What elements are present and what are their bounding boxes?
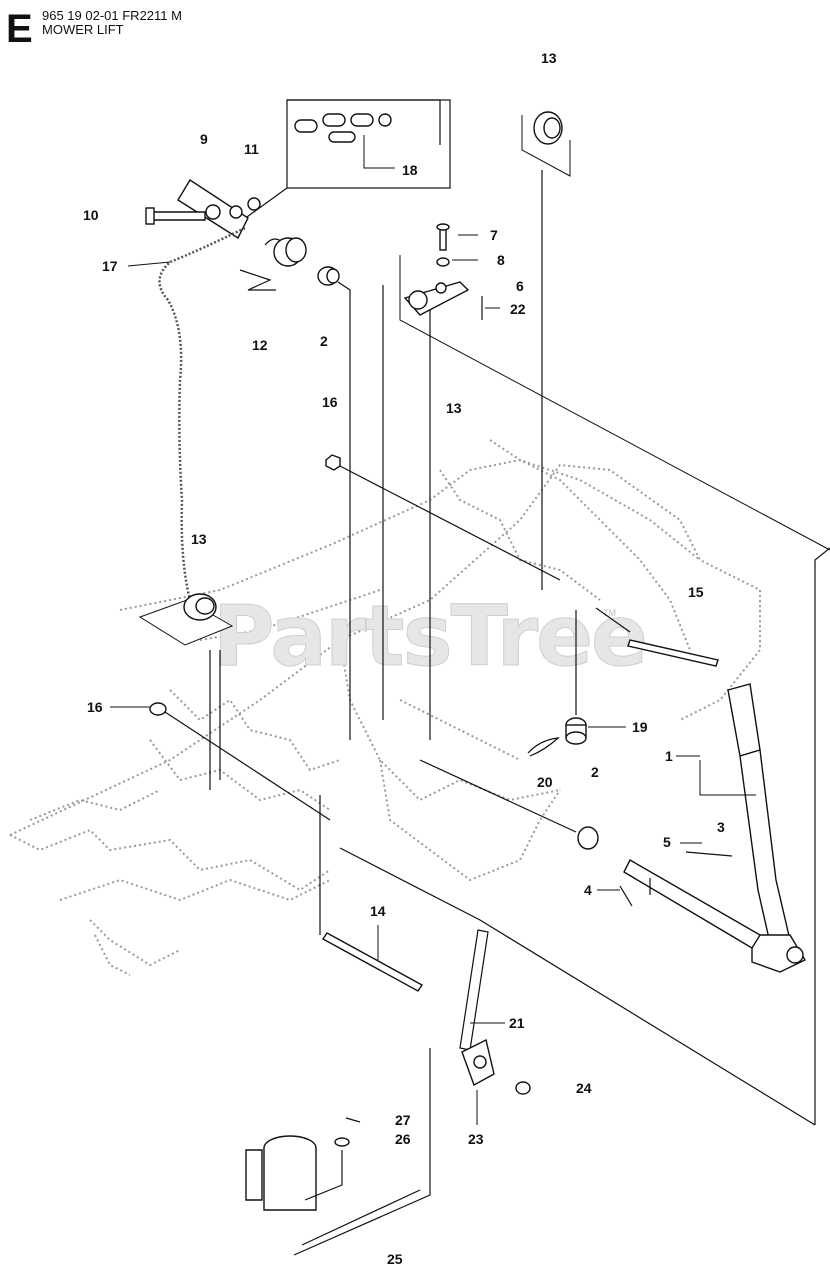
watermark-trademark: TM: [603, 608, 616, 618]
lift-shaft: [419, 759, 761, 949]
callout-2-top: 2: [320, 333, 328, 349]
callout-10: 10: [83, 207, 99, 223]
callout-2-lower: 2: [591, 764, 599, 780]
callout-5: 5: [663, 834, 671, 850]
section-letter: E: [6, 7, 33, 51]
link-rod-and-arm: [293, 929, 531, 1256]
spacer-and-pin: [527, 610, 587, 757]
leader-lines: [110, 234, 756, 1125]
callout-4: 4: [584, 882, 592, 898]
frame-outline-bottom: [339, 847, 816, 1126]
callout-7: 7: [490, 227, 498, 243]
callout-16-upper: 16: [322, 394, 338, 410]
callout-16-lower: 16: [87, 699, 103, 715]
callout-19: 19: [632, 719, 648, 735]
pulley-top: [521, 111, 571, 590]
callout-3: 3: [717, 819, 725, 835]
nut-upper: [325, 454, 561, 581]
lift-chain: [158, 226, 246, 601]
callout-11: 11: [244, 141, 259, 157]
callout-13-top: 13: [541, 50, 557, 66]
callout-23: 23: [468, 1131, 484, 1147]
callout-22: 22: [510, 301, 526, 317]
callout-20: 20: [537, 774, 553, 790]
deck-bracket: [245, 1117, 361, 1211]
part-number: 965 19 02-01 FR2211 M: [42, 8, 182, 23]
lift-arm-plate: [382, 223, 830, 740]
callout-17: 17: [102, 258, 118, 274]
nut-lower: [149, 702, 331, 821]
rod-15: [627, 639, 719, 667]
callout-26: 26: [395, 1131, 411, 1147]
callout-8: 8: [497, 252, 505, 268]
pulley-lower: [138, 593, 234, 790]
chain-link-detail-inset: [239, 99, 451, 223]
callout-14: 14: [370, 903, 386, 919]
lift-spring: [239, 237, 307, 291]
callout-13-left: 13: [191, 531, 207, 547]
tractor-frame: [9, 439, 761, 976]
callout-15: 15: [688, 584, 704, 600]
callout-9: 9: [200, 131, 208, 147]
callout-13-mid: 13: [446, 400, 462, 416]
rod-14: [321, 932, 424, 992]
diagram-title: MOWER LIFT: [42, 22, 124, 37]
callout-27: 27: [395, 1112, 411, 1128]
callout-18: 18: [402, 162, 418, 178]
lift-bracket-assembly: [145, 179, 261, 240]
callouts: 13 9 11 18 10 7 17 8 6 22 12 2 16 13 13 …: [83, 50, 725, 1267]
callout-6: 6: [516, 278, 524, 294]
lift-lever: [727, 683, 806, 973]
callout-24: 24: [576, 1080, 592, 1096]
callout-1: 1: [665, 748, 673, 764]
callout-21: 21: [509, 1015, 525, 1031]
callout-25: 25: [387, 1251, 403, 1267]
callout-12: 12: [252, 337, 268, 353]
bushing-top: [317, 266, 340, 286]
